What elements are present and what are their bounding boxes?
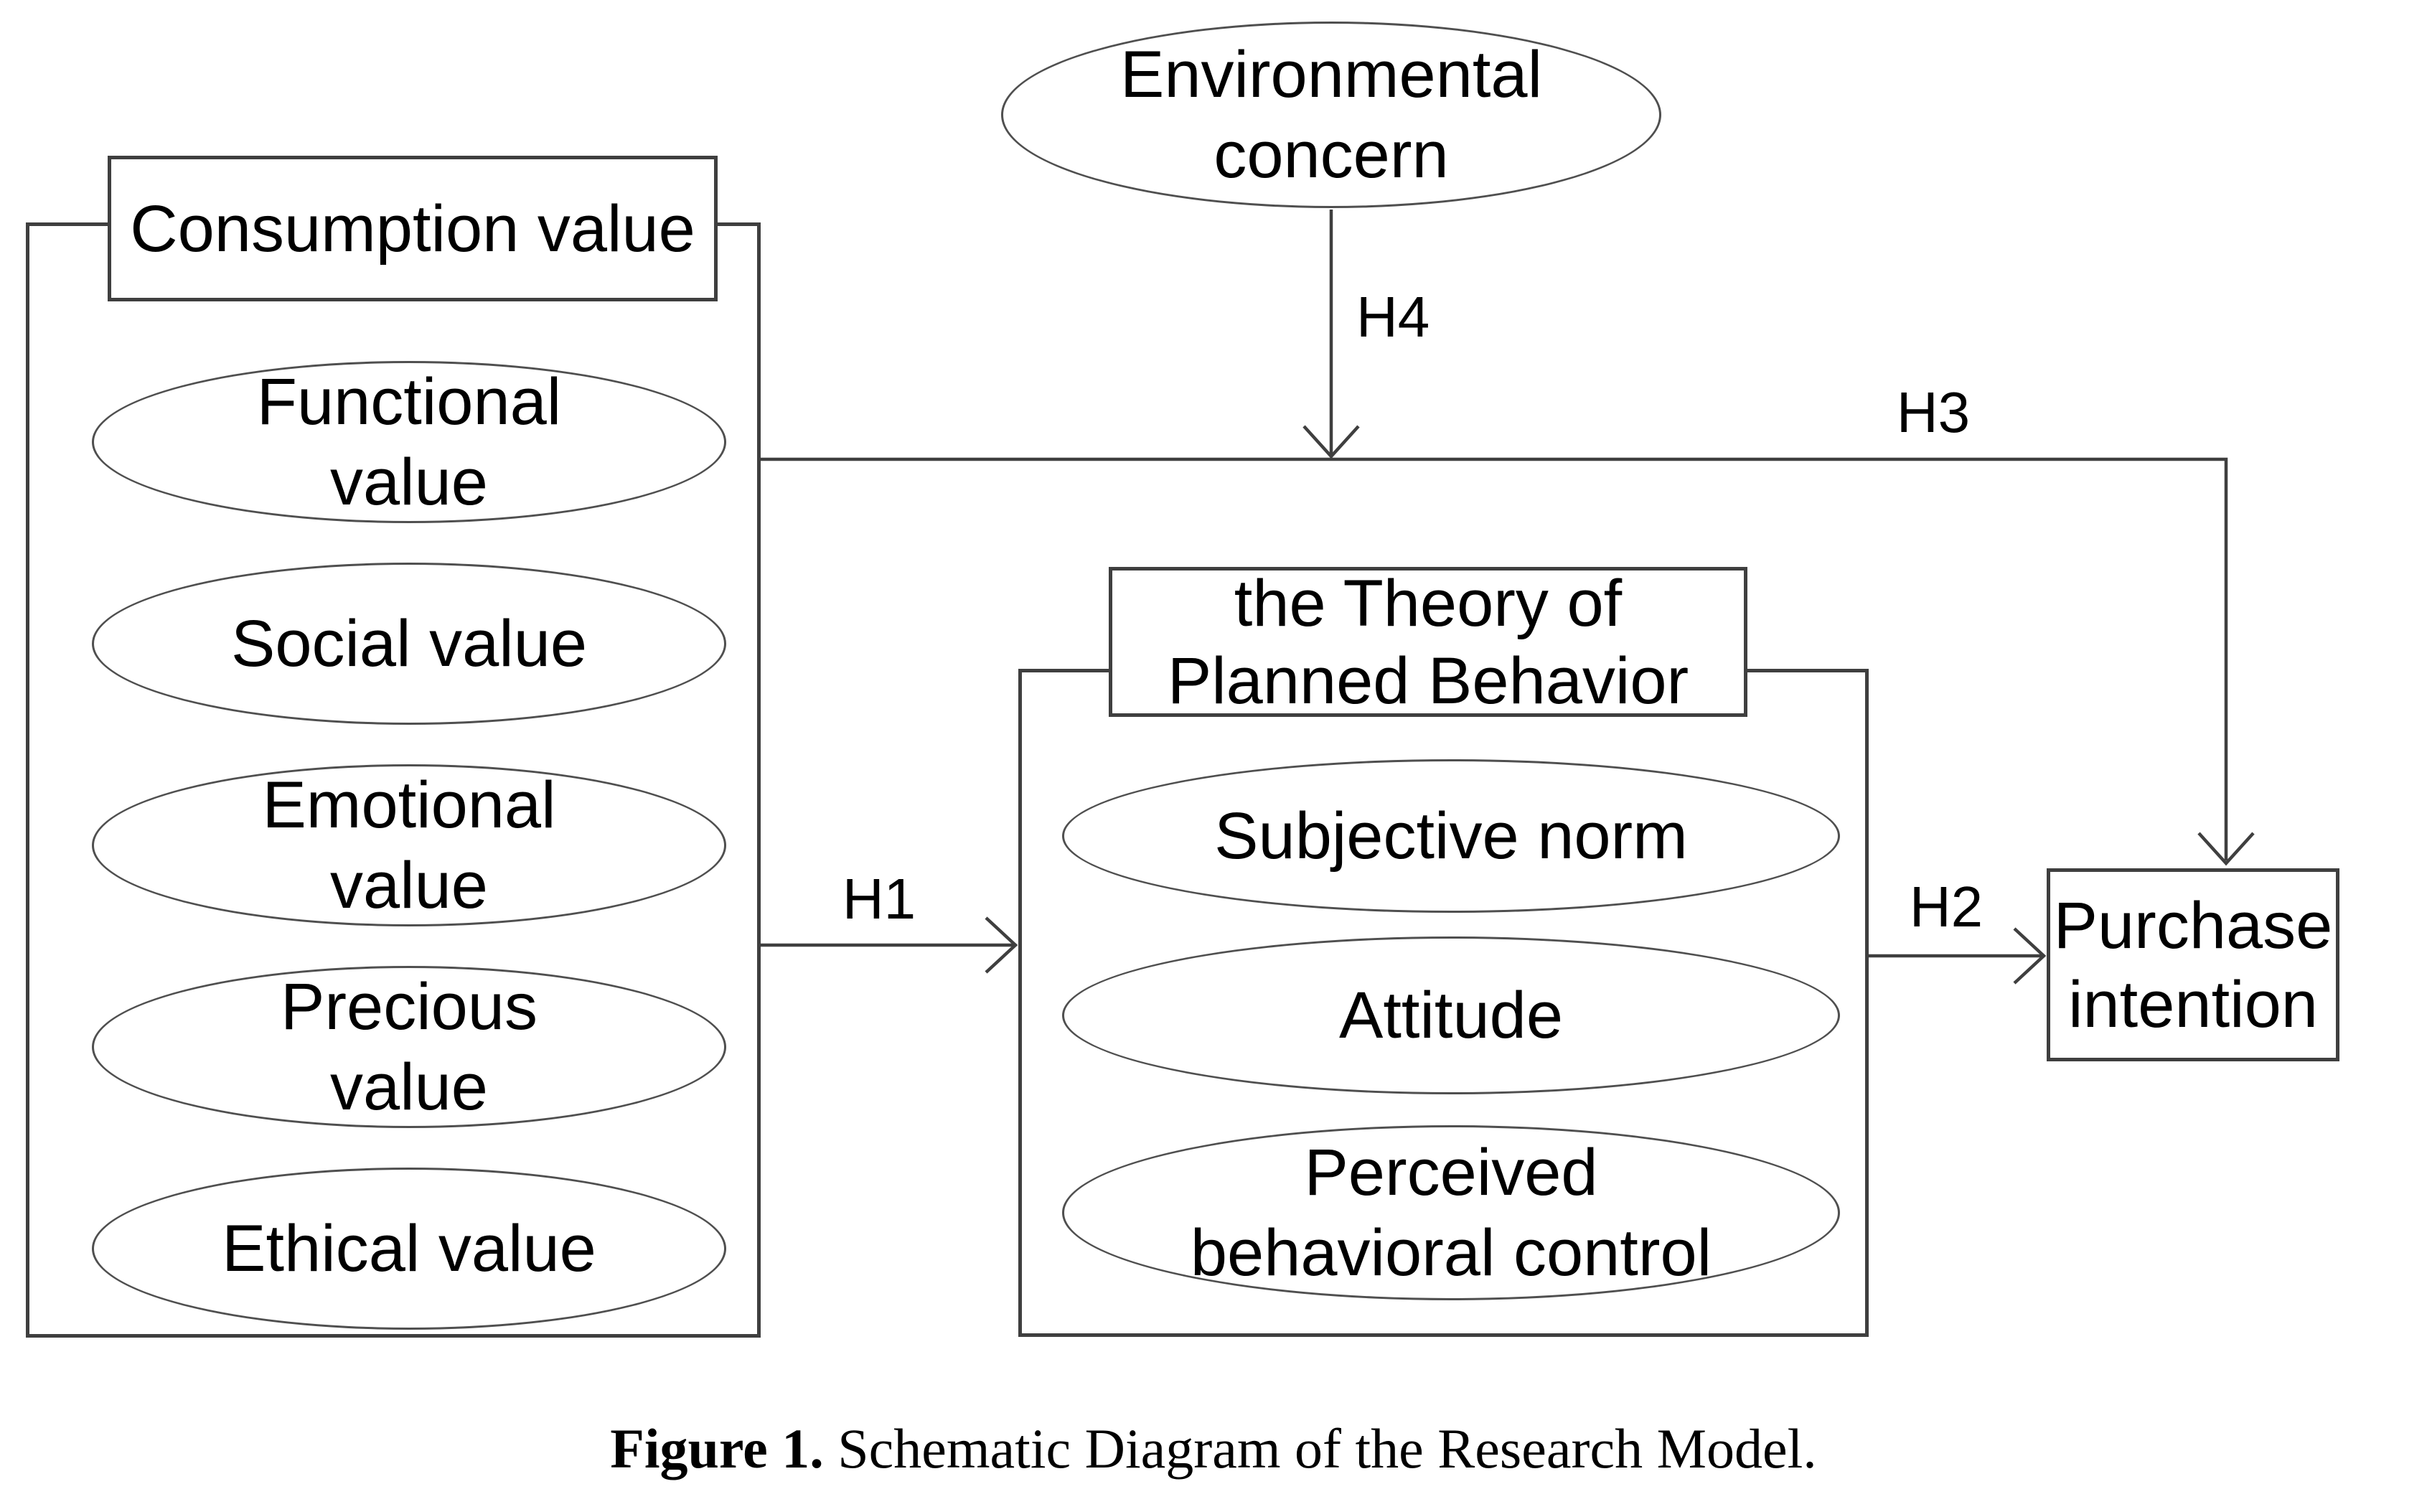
node-social-value: Social value [92, 563, 726, 725]
node-label: Perceived [1304, 1136, 1598, 1209]
node-perceived-behavioral-control: Perceived behavioral control [1062, 1125, 1840, 1300]
node-label: intention [2068, 967, 2318, 1041]
node-label: Precious [281, 970, 537, 1043]
edge-label-h2: H2 [1909, 875, 1984, 939]
edge-label-h3: H3 [1896, 380, 1971, 444]
node-label: Social value [230, 607, 588, 680]
figure-caption-text: Schematic Diagram of the Research Model. [837, 1417, 1817, 1480]
node-emotional-value: Emotional value [92, 764, 726, 926]
node-ethical-value: Ethical value [92, 1168, 726, 1330]
h3-arrowhead [2197, 832, 2255, 866]
node-label: value [330, 446, 488, 519]
node-environmental-concern: Environmental concern [1001, 22, 1661, 208]
h2-arrowhead [2013, 927, 2047, 985]
consumption-value-title-box: Consumption value [108, 156, 718, 301]
consumption-value-title: Consumption value [130, 192, 695, 266]
node-label: Environmental [1119, 38, 1543, 111]
edge-label-h1: H1 [842, 867, 916, 931]
edge-label-h4: H4 [1356, 285, 1430, 349]
node-label: value [330, 849, 488, 922]
node-label: value [330, 1051, 488, 1124]
tpb-title-line1: the Theory of [1234, 566, 1623, 640]
node-label: Emotional [262, 769, 556, 842]
tpb-title-line2: Planned Behavior [1167, 644, 1689, 718]
node-precious-value: Precious value [92, 966, 726, 1128]
node-label: behavioral control [1190, 1216, 1712, 1290]
node-label: Attitude [1339, 979, 1563, 1052]
node-subjective-norm: Subjective norm [1062, 759, 1840, 913]
node-functional-value: Functional value [92, 361, 726, 523]
node-attitude: Attitude [1062, 936, 1840, 1094]
node-label: Purchase [2053, 888, 2333, 962]
h4-arrowhead [1302, 425, 1360, 459]
figure-caption: Figure 1. Schematic Diagram of the Resea… [0, 1419, 2427, 1478]
node-label: Subjective norm [1214, 799, 1688, 873]
tpb-title-box: the Theory of Planned Behavior [1109, 566, 1747, 718]
node-label: Functional [256, 365, 562, 438]
h1-arrowhead [985, 916, 1018, 974]
node-label: Ethical value [222, 1212, 596, 1285]
node-purchase-intention: Purchase intention [2047, 868, 2339, 1061]
figure-caption-number: Figure 1. [610, 1417, 824, 1480]
node-label: concern [1214, 118, 1449, 192]
